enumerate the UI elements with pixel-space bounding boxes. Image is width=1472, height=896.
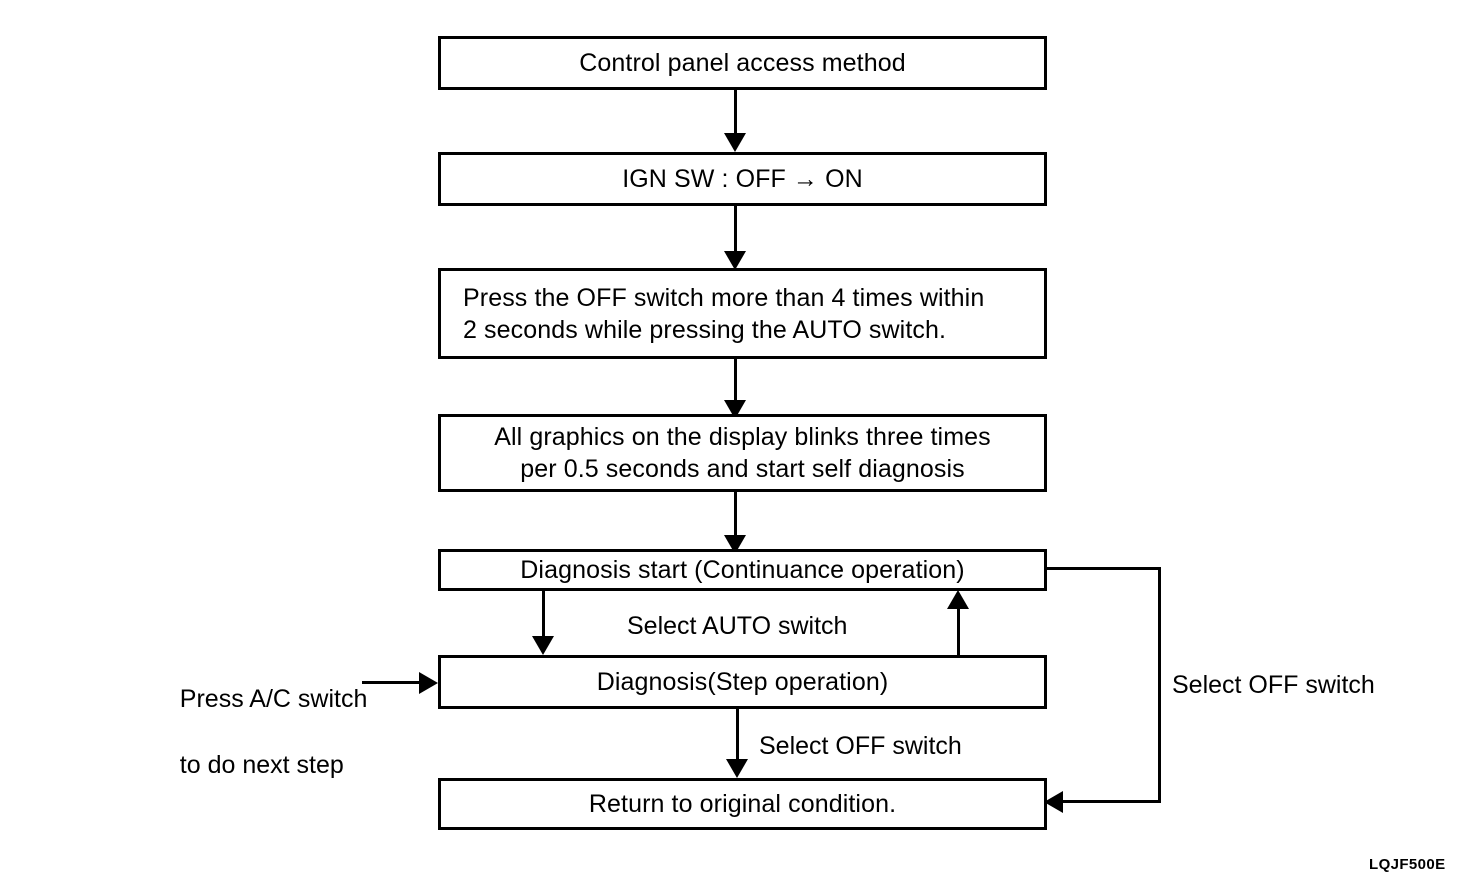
label-line: Press A/C switch [179,685,368,713]
connector-ac-switch-into-step [362,681,422,684]
node-text-line: IGN SW : OFF → ON [622,165,863,193]
node-graphics-blink: All graphics on the display blinks three… [438,414,1047,492]
arrowhead-left-return [1044,791,1063,813]
connector-step-to-return [736,709,739,763]
connector-start-to-step [542,591,545,639]
node-return-original: Return to original condition. [438,778,1047,830]
node-text-line: All graphics on the display blinks three… [494,423,991,451]
label-press-ac-switch: Press A/C switch to do next step [152,650,368,815]
arrowhead-up-start [947,590,969,609]
connector-step-to-start-up [957,609,960,655]
loop-right-segment [1158,567,1161,803]
arrowhead-down-return [726,759,748,778]
label-select-off-switch-step: Select OFF switch [759,732,962,760]
node-text-line: per 0.5 seconds and start self diagnosis [520,455,965,483]
arrowhead-down-step [532,636,554,655]
loop-bottom-segment [1063,800,1161,803]
node-ign-switch: IGN SW : OFF → ON [438,152,1047,206]
node-text-line: Return to original condition. [588,790,897,818]
connector-blink-to-diagnosis-start [734,492,737,550]
connector-press-off-to-blink [734,359,737,415]
arrowhead-down-press-off [724,251,746,270]
label-select-auto-switch: Select AUTO switch [627,612,848,640]
node-text-line: Diagnosis(Step operation) [596,668,889,696]
arrowhead-down-ign [724,133,746,152]
node-press-off-switch: Press the OFF switch more than 4 times w… [438,268,1047,359]
connector-ign-to-press-off [734,206,737,264]
arrowhead-right-step [419,672,438,694]
node-text-line: Diagnosis start (Continuance operation) [520,556,965,584]
node-text-line: Control panel access method [579,49,906,77]
node-text-line: 2 seconds while pressing the AUTO switch… [463,315,947,344]
node-text-line: Press the OFF switch more than 4 times w… [463,283,985,312]
label-select-off-switch-loop: Select OFF switch [1172,671,1375,699]
figure-code: LQJF500E [1369,856,1446,873]
node-diagnosis-step: Diagnosis(Step operation) [438,655,1047,709]
node-control-panel-access: Control panel access method [438,36,1047,90]
loop-top-segment [1044,567,1161,570]
label-line: to do next step [179,751,344,779]
node-diagnosis-start: Diagnosis start (Continuance operation) [438,549,1047,591]
connector-access-to-ign [734,90,737,136]
